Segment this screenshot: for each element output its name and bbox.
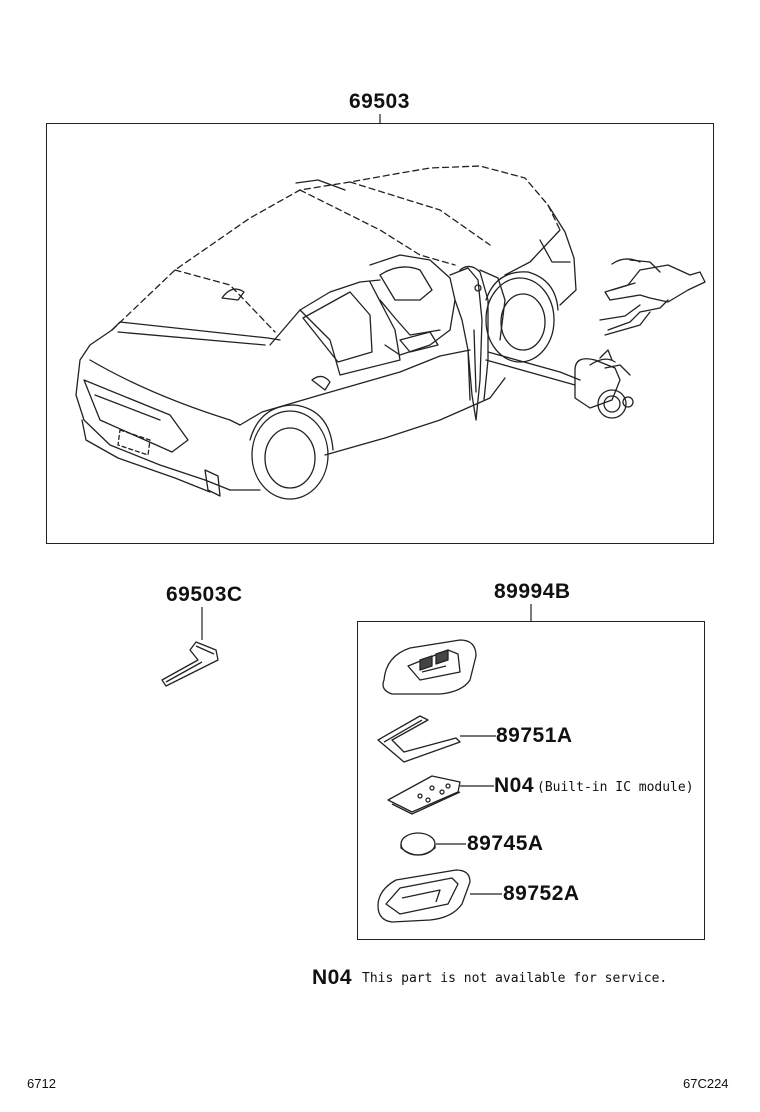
- footnote-text: This part is not available for service.: [362, 971, 668, 986]
- footnote-code: N04: [312, 966, 353, 989]
- label-69503: 69503: [349, 90, 410, 113]
- key-blade-illustration: [0, 0, 760, 700]
- leader-line-89994B: [0, 0, 760, 640]
- label-N04: N04: [494, 774, 535, 797]
- fob-top-icon: [383, 640, 476, 694]
- ic-module-icon: [388, 776, 460, 812]
- leader-line-69503: [0, 0, 760, 140]
- remote-set-illustrations: [0, 0, 760, 960]
- kit-frame: [46, 123, 714, 544]
- housing-icon: [378, 870, 470, 922]
- label-89751A: 89751A: [496, 724, 573, 747]
- label-89752A: 89752A: [503, 882, 580, 905]
- corner-code-left: 6712: [27, 1076, 56, 1091]
- label-89994B: 89994B: [494, 580, 571, 603]
- label-69503C: 69503C: [166, 583, 243, 606]
- label-89745A: 89745A: [467, 832, 544, 855]
- car-illustration: [0, 0, 760, 560]
- cover-icon: [378, 716, 460, 762]
- ic-module-note: (Built-in IC module): [537, 780, 694, 795]
- corner-code-right: 67C224: [683, 1076, 729, 1091]
- remote-set-frame: [357, 621, 705, 940]
